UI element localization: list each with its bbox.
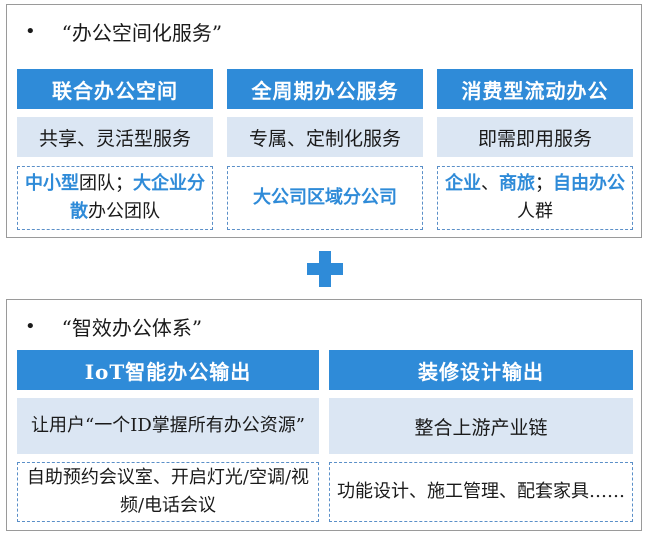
iot-output-header: IoT智能办公输出 bbox=[17, 350, 319, 390]
col3-target-box: 企业、商旅；自由办公人群 bbox=[437, 166, 633, 230]
plain-segment: 团队； bbox=[79, 173, 133, 194]
decoration-output-detail: 功能设计、施工管理、配套家具…… bbox=[329, 462, 633, 522]
section2-heading: • “智效办公体系” bbox=[25, 312, 202, 341]
bullet-dot: • bbox=[25, 316, 36, 337]
iot-output-service: 让用户“一个ID掌握所有办公资源” bbox=[17, 398, 319, 454]
highlighted-segment: 商旅 bbox=[499, 173, 535, 194]
plain-segment: 办公团队 bbox=[88, 201, 160, 222]
col1-target-text: 中小型团队；大企业分散办公团队 bbox=[24, 170, 206, 226]
plain-segment: ； bbox=[535, 173, 553, 194]
col2-target-text: 大公司区域分公司 bbox=[253, 184, 397, 212]
plus-icon bbox=[307, 251, 343, 287]
plain-segment: 、 bbox=[481, 173, 499, 194]
highlighted-segment: 中小型 bbox=[25, 173, 79, 194]
col1-header: 联合办公空间 bbox=[17, 69, 213, 109]
decoration-output-service: 整合上游产业链 bbox=[329, 398, 633, 454]
section1-heading: • “办公空间化服务” bbox=[25, 17, 222, 46]
decoration-output-header: 装修设计输出 bbox=[329, 350, 633, 390]
col1-target-box: 中小型团队；大企业分散办公团队 bbox=[17, 166, 213, 230]
iot-output-detail: 自助预约会议室、开启灯光/空调/视频/电话会议 bbox=[17, 462, 319, 522]
highlighted-segment: 大企业分散 bbox=[70, 173, 205, 222]
highlighted-segment: 自由办公 bbox=[553, 173, 625, 194]
col3-target-text: 企业、商旅；自由办公人群 bbox=[444, 170, 626, 226]
office-spatial-service-panel: • “办公空间化服务” 联合办公空间 全周期办公服务 消费型流动办公 共享、灵活… bbox=[6, 4, 642, 238]
highlighted-segment: 大公司区域分公司 bbox=[253, 187, 397, 208]
col1-service: 共享、灵活型服务 bbox=[17, 117, 213, 157]
col2-target-box: 大公司区域分公司 bbox=[227, 166, 423, 230]
col2-header: 全周期办公服务 bbox=[227, 69, 423, 109]
bullet-dot: • bbox=[25, 21, 36, 42]
col2-service: 专属、定制化服务 bbox=[227, 117, 423, 157]
highlighted-segment: 企业 bbox=[445, 173, 481, 194]
section2-title: “智效办公体系” bbox=[61, 316, 203, 340]
col3-header: 消费型流动办公 bbox=[437, 69, 633, 109]
smart-office-system-panel: • “智效办公体系” IoT智能办公输出 装修设计输出 让用户“一个ID掌握所有… bbox=[6, 299, 642, 531]
col3-service: 即需即用服务 bbox=[437, 117, 633, 157]
plain-segment: 人群 bbox=[517, 201, 553, 222]
section1-title: “办公空间化服务” bbox=[61, 21, 223, 45]
